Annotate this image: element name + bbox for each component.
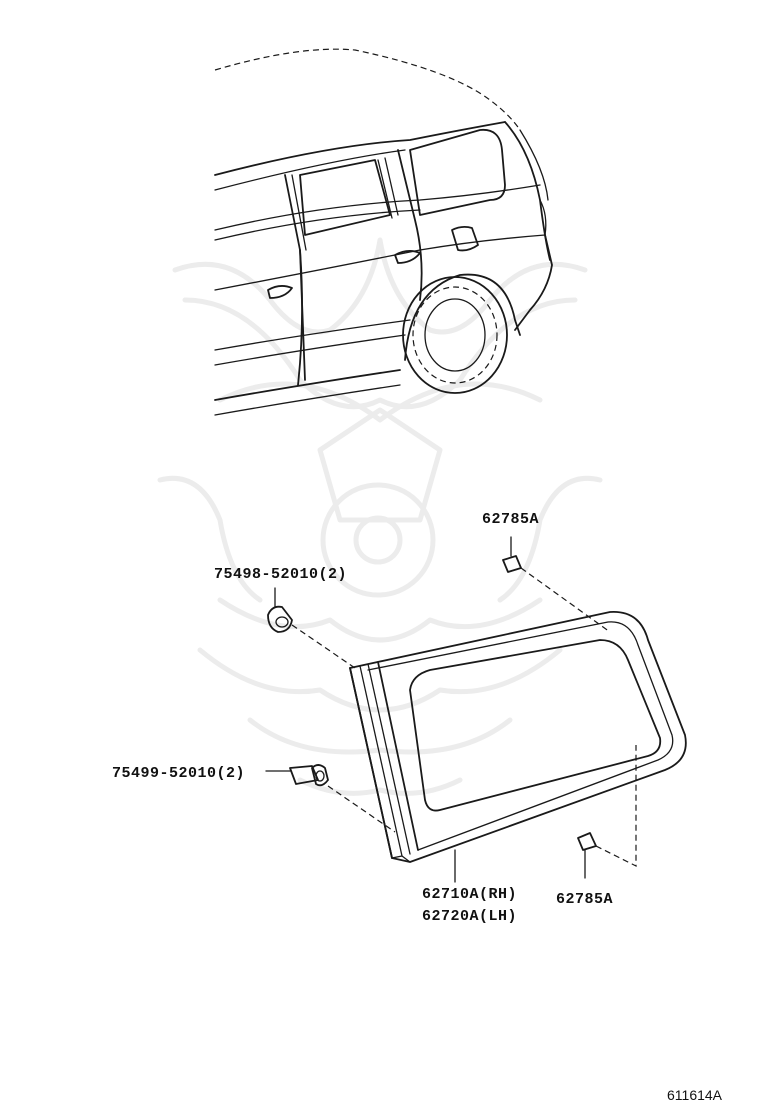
screw-lower-part	[265, 764, 396, 833]
label-screw-lower: 75499-52010(2)	[112, 765, 245, 782]
label-clip-upper: 62785A	[482, 511, 539, 528]
vehicle-illustration	[214, 48, 553, 416]
label-screw-upper: 75498-52010(2)	[214, 566, 347, 583]
clip-upper-part	[502, 536, 611, 633]
label-glass-rh: 62710A(RH)	[422, 886, 517, 903]
label-clip-lower: 62785A	[556, 891, 613, 908]
clip-lower-part	[577, 745, 637, 879]
screw-upper-part	[267, 587, 356, 669]
quarter-glass-assembly	[349, 611, 687, 863]
samurai-helmet-watermark-icon	[157, 237, 603, 796]
label-glass-lh: 62720A(LH)	[422, 908, 517, 925]
figure-reference: 611614A	[667, 1087, 723, 1103]
